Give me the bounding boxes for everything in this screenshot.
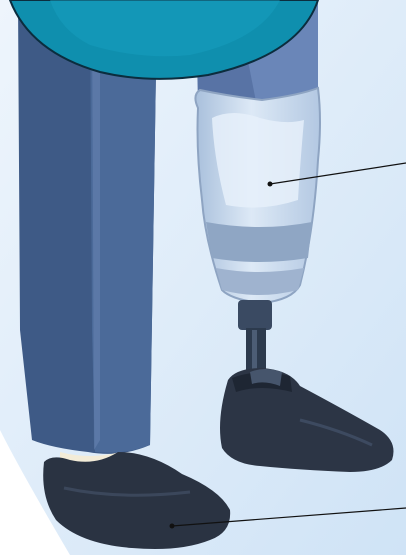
socket-band-lower <box>216 268 304 295</box>
socket-band-upper <box>206 222 312 262</box>
pylon-adapter <box>238 300 272 330</box>
socket-highlight <box>212 113 304 208</box>
